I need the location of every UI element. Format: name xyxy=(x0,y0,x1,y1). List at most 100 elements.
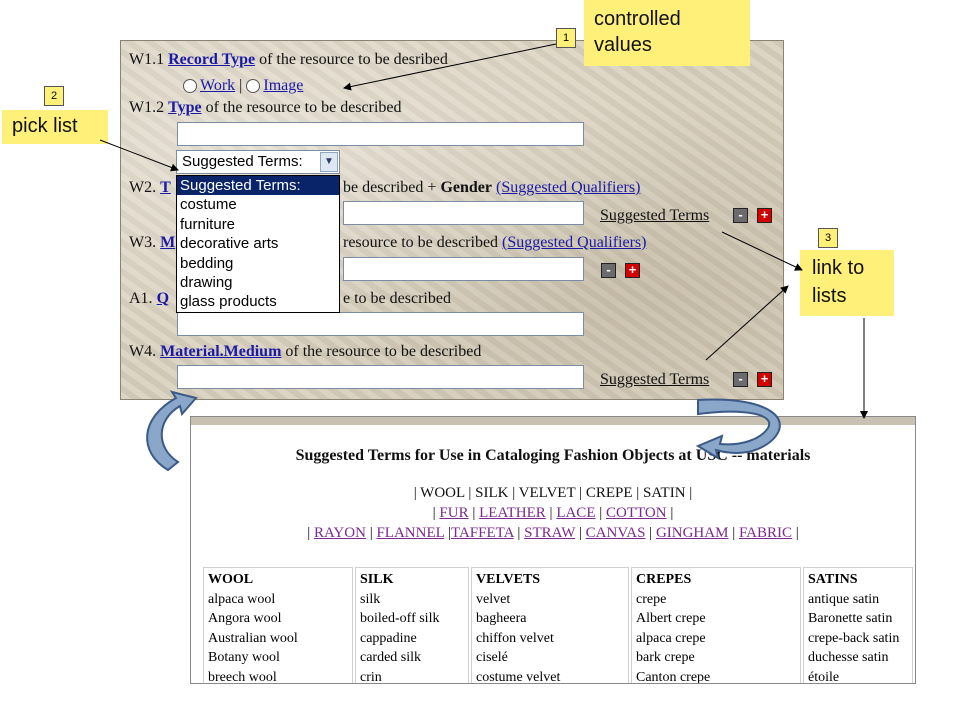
dropdown-option[interactable]: drawing xyxy=(180,274,233,292)
type-input[interactable] xyxy=(177,122,584,146)
term-item: bagheera xyxy=(476,611,527,627)
a1-input[interactable] xyxy=(177,312,584,336)
w2-description: be described + Gender (Suggested Qualifi… xyxy=(343,179,640,197)
term-item: costume velvet xyxy=(476,669,561,684)
w2-qualifiers-link[interactable]: (Suggested Qualifiers) xyxy=(495,179,641,196)
metadata-form-panel: W1.1 Record Type of the resource to be d… xyxy=(120,40,784,400)
w2-remove-button[interactable]: - xyxy=(733,208,748,223)
w3-field-link[interactable]: M xyxy=(160,234,176,251)
callout-text-line: link to xyxy=(812,257,865,279)
column-header: VELVETS xyxy=(476,572,541,587)
w3-input[interactable] xyxy=(343,257,584,281)
term-item: cappadine xyxy=(360,630,417,646)
w4-suggested-terms-link[interactable]: Suggested Terms xyxy=(600,371,710,388)
w2-suffix: be described + xyxy=(343,179,437,196)
material-medium-link[interactable]: Material.Medium xyxy=(160,343,282,360)
controlled-values-callout: controlled values xyxy=(584,0,750,66)
material-medium-input[interactable] xyxy=(177,365,584,389)
image-radio[interactable] xyxy=(246,79,261,94)
dropdown-option[interactable]: Suggested Terms: xyxy=(177,176,339,196)
w4-add-button[interactable]: + xyxy=(757,372,772,387)
term-item: Canton crepe xyxy=(636,669,711,684)
w4-prefix: W4. xyxy=(129,343,157,360)
work-radio[interactable] xyxy=(183,79,197,94)
link-to-lists-callout: link to lists xyxy=(800,250,894,316)
term-item: crepe-back satin xyxy=(808,630,900,646)
nav-link-fabric[interactable]: FABRIC xyxy=(738,525,793,541)
suggested-terms-select[interactable]: Suggested Terms: ▼ xyxy=(176,150,340,174)
w3-qualifiers-link[interactable]: (Suggested Qualifiers) xyxy=(502,234,647,251)
w3-add-button[interactable]: + xyxy=(625,263,640,278)
term-item: boiled-off silk xyxy=(360,611,440,627)
arrow-line xyxy=(721,231,803,271)
page-title: Suggested Terms for Use in Cataloging Fa… xyxy=(295,447,811,464)
nav-link-taffeta[interactable]: TAFFETA xyxy=(451,525,514,541)
nav-link-gingham[interactable]: GINGHAM xyxy=(655,525,729,541)
nav-link-canvas[interactable]: CANVAS xyxy=(585,525,646,541)
terms-column-satins: SATINS antique satin Baronette satin cre… xyxy=(803,567,913,683)
terms-column-silk: SILK silk boiled-off silk cappadine card… xyxy=(355,567,469,684)
term-item: carded silk xyxy=(360,650,422,666)
term-item: velvet xyxy=(476,591,511,607)
type-link[interactable]: Type xyxy=(168,99,202,116)
w2-prefix: W2. xyxy=(129,179,157,196)
term-item: ciselé xyxy=(476,650,508,666)
callout-number-badge: 1 xyxy=(556,28,576,48)
image-option-link[interactable]: Image xyxy=(263,77,304,94)
curved-arrow-left-icon xyxy=(146,390,198,472)
work-option-link[interactable]: Work xyxy=(200,77,236,94)
term-item: Baronette satin xyxy=(808,611,893,627)
record-type-options: Work | Image xyxy=(183,77,303,95)
term-item: chiffon velvet xyxy=(476,630,554,646)
dropdown-option[interactable]: glass products xyxy=(180,293,277,311)
dropdown-option[interactable]: furniture xyxy=(180,215,236,233)
nav-line-primary: | WOOL | SILK | VELVET | CREPE | SATIN | xyxy=(413,485,693,501)
w2-add-button[interactable]: + xyxy=(757,208,772,223)
record-type-link[interactable]: Record Type xyxy=(168,51,256,68)
w4-row: W4. Material.Medium of the resource to b… xyxy=(129,343,481,361)
w2-input[interactable] xyxy=(343,201,584,225)
record-type-row: W1.1 Record Type of the resource to be d… xyxy=(129,51,448,69)
w4-remove-button[interactable]: - xyxy=(733,372,748,387)
callout-text-line: lists xyxy=(812,285,847,307)
a1-description: e to be described xyxy=(343,290,451,307)
callout-number-badge: 3 xyxy=(818,228,838,248)
suggested-terms-page: Suggested Terms for Use in Cataloging Fa… xyxy=(190,416,916,684)
nav-line-secondary: | FUR | LEATHER | LACE | COTTON | xyxy=(432,505,674,521)
nav-link-fur[interactable]: FUR xyxy=(439,505,469,521)
nav-line-tertiary: | RAYON | FLANNEL |TAFFETA | STRAW | CAN… xyxy=(307,525,799,541)
chevron-down-icon[interactable]: ▼ xyxy=(320,152,338,172)
term-item: Australian wool xyxy=(208,630,298,646)
window-top-bar xyxy=(191,417,915,425)
nav-link-lace[interactable]: LACE xyxy=(556,505,596,521)
nav-link-straw[interactable]: STRAW xyxy=(524,525,576,541)
callout-text-line: values xyxy=(594,34,652,56)
column-header: CREPES xyxy=(636,572,692,587)
term-item: Angora wool xyxy=(208,611,282,627)
term-item: alpaca wool xyxy=(208,591,276,607)
type-row: W1.2 Type of the resource to be describe… xyxy=(129,99,402,117)
dropdown-option[interactable]: decorative arts xyxy=(180,235,279,253)
term-item: alpaca crepe xyxy=(636,630,706,646)
term-item: Botany wool xyxy=(208,650,280,666)
term-item: crin xyxy=(360,669,382,684)
type-prefix: W1.2 xyxy=(129,99,165,116)
record-type-prefix: W1.1 xyxy=(129,51,165,68)
a1-field-link[interactable]: Q xyxy=(156,290,170,307)
w2-suggested-terms-link[interactable]: Suggested Terms xyxy=(600,207,710,224)
nav-link-cotton[interactable]: COTTON xyxy=(606,505,667,521)
dropdown-option[interactable]: costume xyxy=(180,196,237,214)
w3-remove-button[interactable]: - xyxy=(601,263,616,278)
nav-link-flannel[interactable]: FLANNEL xyxy=(376,525,445,541)
w3-suffix: resource to be described xyxy=(343,234,499,251)
term-item: antique satin xyxy=(808,591,880,607)
nav-link-leather[interactable]: LEATHER xyxy=(479,505,546,521)
option-separator: | xyxy=(239,77,243,94)
select-value: Suggested Terms: xyxy=(182,153,303,170)
dropdown-option[interactable]: bedding xyxy=(180,254,234,272)
nav-link-rayon[interactable]: RAYON xyxy=(313,525,366,541)
type-suffix: of the resource to be described xyxy=(205,99,402,116)
term-item: breech wool xyxy=(208,669,277,684)
w2-field-link[interactable]: T xyxy=(160,179,171,196)
a1-prefix: A1. xyxy=(129,290,153,307)
